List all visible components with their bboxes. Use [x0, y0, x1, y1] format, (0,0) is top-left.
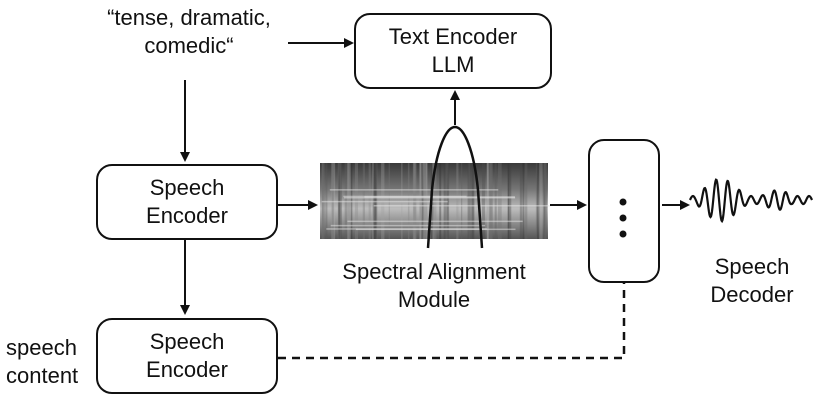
- spectral-alignment-label: Spectral Alignment Module: [316, 258, 552, 314]
- speech-content-line-1: speech: [6, 335, 77, 360]
- llm-label: LLM: [431, 52, 475, 77]
- ellipsis-dot: [619, 198, 627, 206]
- speech-decoder-line-1: Speech: [714, 254, 790, 279]
- spectral-alignment-line-1: Spectral Alignment: [342, 259, 526, 284]
- decoder-box: [588, 139, 660, 283]
- speech-encoder-top-label-1: Speech: [149, 175, 225, 200]
- speech-encoder-bottom-label-1: Speech: [149, 329, 225, 354]
- ellipsis-dot: [619, 214, 627, 222]
- ellipsis-dot: [619, 230, 627, 238]
- speech-decoder-line-2: Decoder: [710, 282, 794, 307]
- text-encoder-label: Text Encoder: [388, 24, 518, 49]
- speech-content-line-2: content: [6, 363, 79, 388]
- style-prompt-text: “tense, dramatic, comedic“: [84, 4, 294, 60]
- speech-encoder-top-label-2: Encoder: [146, 203, 228, 228]
- speech-content-label: speech content: [6, 334, 94, 390]
- speech-encoder-bottom-box: Speech Encoder: [96, 318, 278, 394]
- alignment-arch: [426, 125, 484, 249]
- prompt-line-2: comedic“: [144, 33, 234, 58]
- text-encoder-box: Text Encoder LLM: [354, 13, 552, 89]
- dashed-connector: [278, 283, 626, 360]
- spectral-alignment-line-2: Module: [397, 287, 471, 312]
- waveform-icon: [688, 178, 814, 224]
- spectrogram-image: [320, 163, 551, 239]
- speech-encoder-bottom-label-2: Encoder: [146, 357, 228, 382]
- speech-encoder-top-box: Speech Encoder: [96, 164, 278, 240]
- prompt-line-1: “tense, dramatic,: [107, 5, 271, 30]
- speech-decoder-label: Speech Decoder: [694, 253, 810, 309]
